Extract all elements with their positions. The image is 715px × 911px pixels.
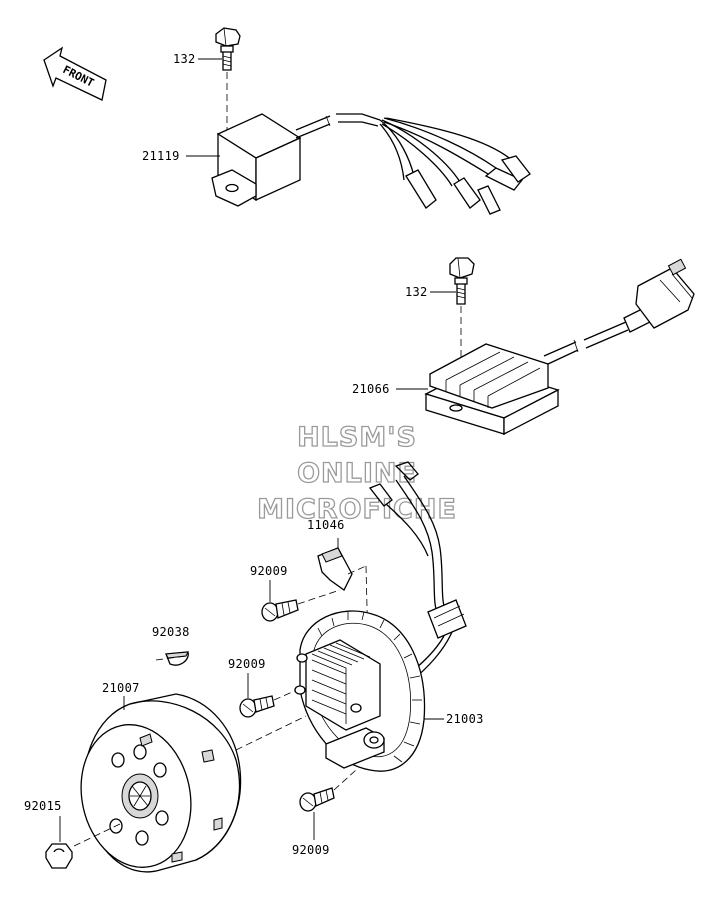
label-screw-lower: 92009 (292, 843, 330, 857)
stator-plate (294, 610, 426, 772)
label-grommet: 11046 (307, 518, 345, 532)
label-regulator: 21066 (352, 382, 390, 396)
front-arrow-label: FRONT (61, 63, 97, 90)
cdi-unit (211, 27, 531, 215)
label-bolt-regulator: 132 (405, 285, 428, 299)
screw-middle (239, 685, 307, 718)
label-screw-middle: 92009 (228, 657, 266, 671)
screw-lower (299, 769, 357, 812)
key (165, 651, 189, 666)
label-bolt-cdi: 132 (173, 52, 196, 66)
nut (45, 823, 121, 869)
label-cdi-unit: 21119 (142, 149, 180, 163)
regulator (424, 257, 695, 436)
label-flywheel: 21007 (102, 681, 140, 695)
front-arrow-icon: FRONT (43, 46, 107, 101)
flywheel (80, 693, 242, 873)
label-screw-upper: 92009 (250, 564, 288, 578)
grommet (317, 538, 353, 591)
watermark-line-1: HLSM'S (297, 422, 417, 453)
watermark: HLSM'S ONLINE MICROFICHE (256, 421, 457, 525)
watermark-line-2: ONLINE (297, 458, 417, 489)
label-stator: 21003 (446, 712, 484, 726)
watermark-line-3: MICROFICHE (257, 494, 457, 525)
label-nut: 92015 (24, 799, 62, 813)
label-key: 92038 (152, 625, 190, 639)
screw-upper (261, 589, 341, 622)
